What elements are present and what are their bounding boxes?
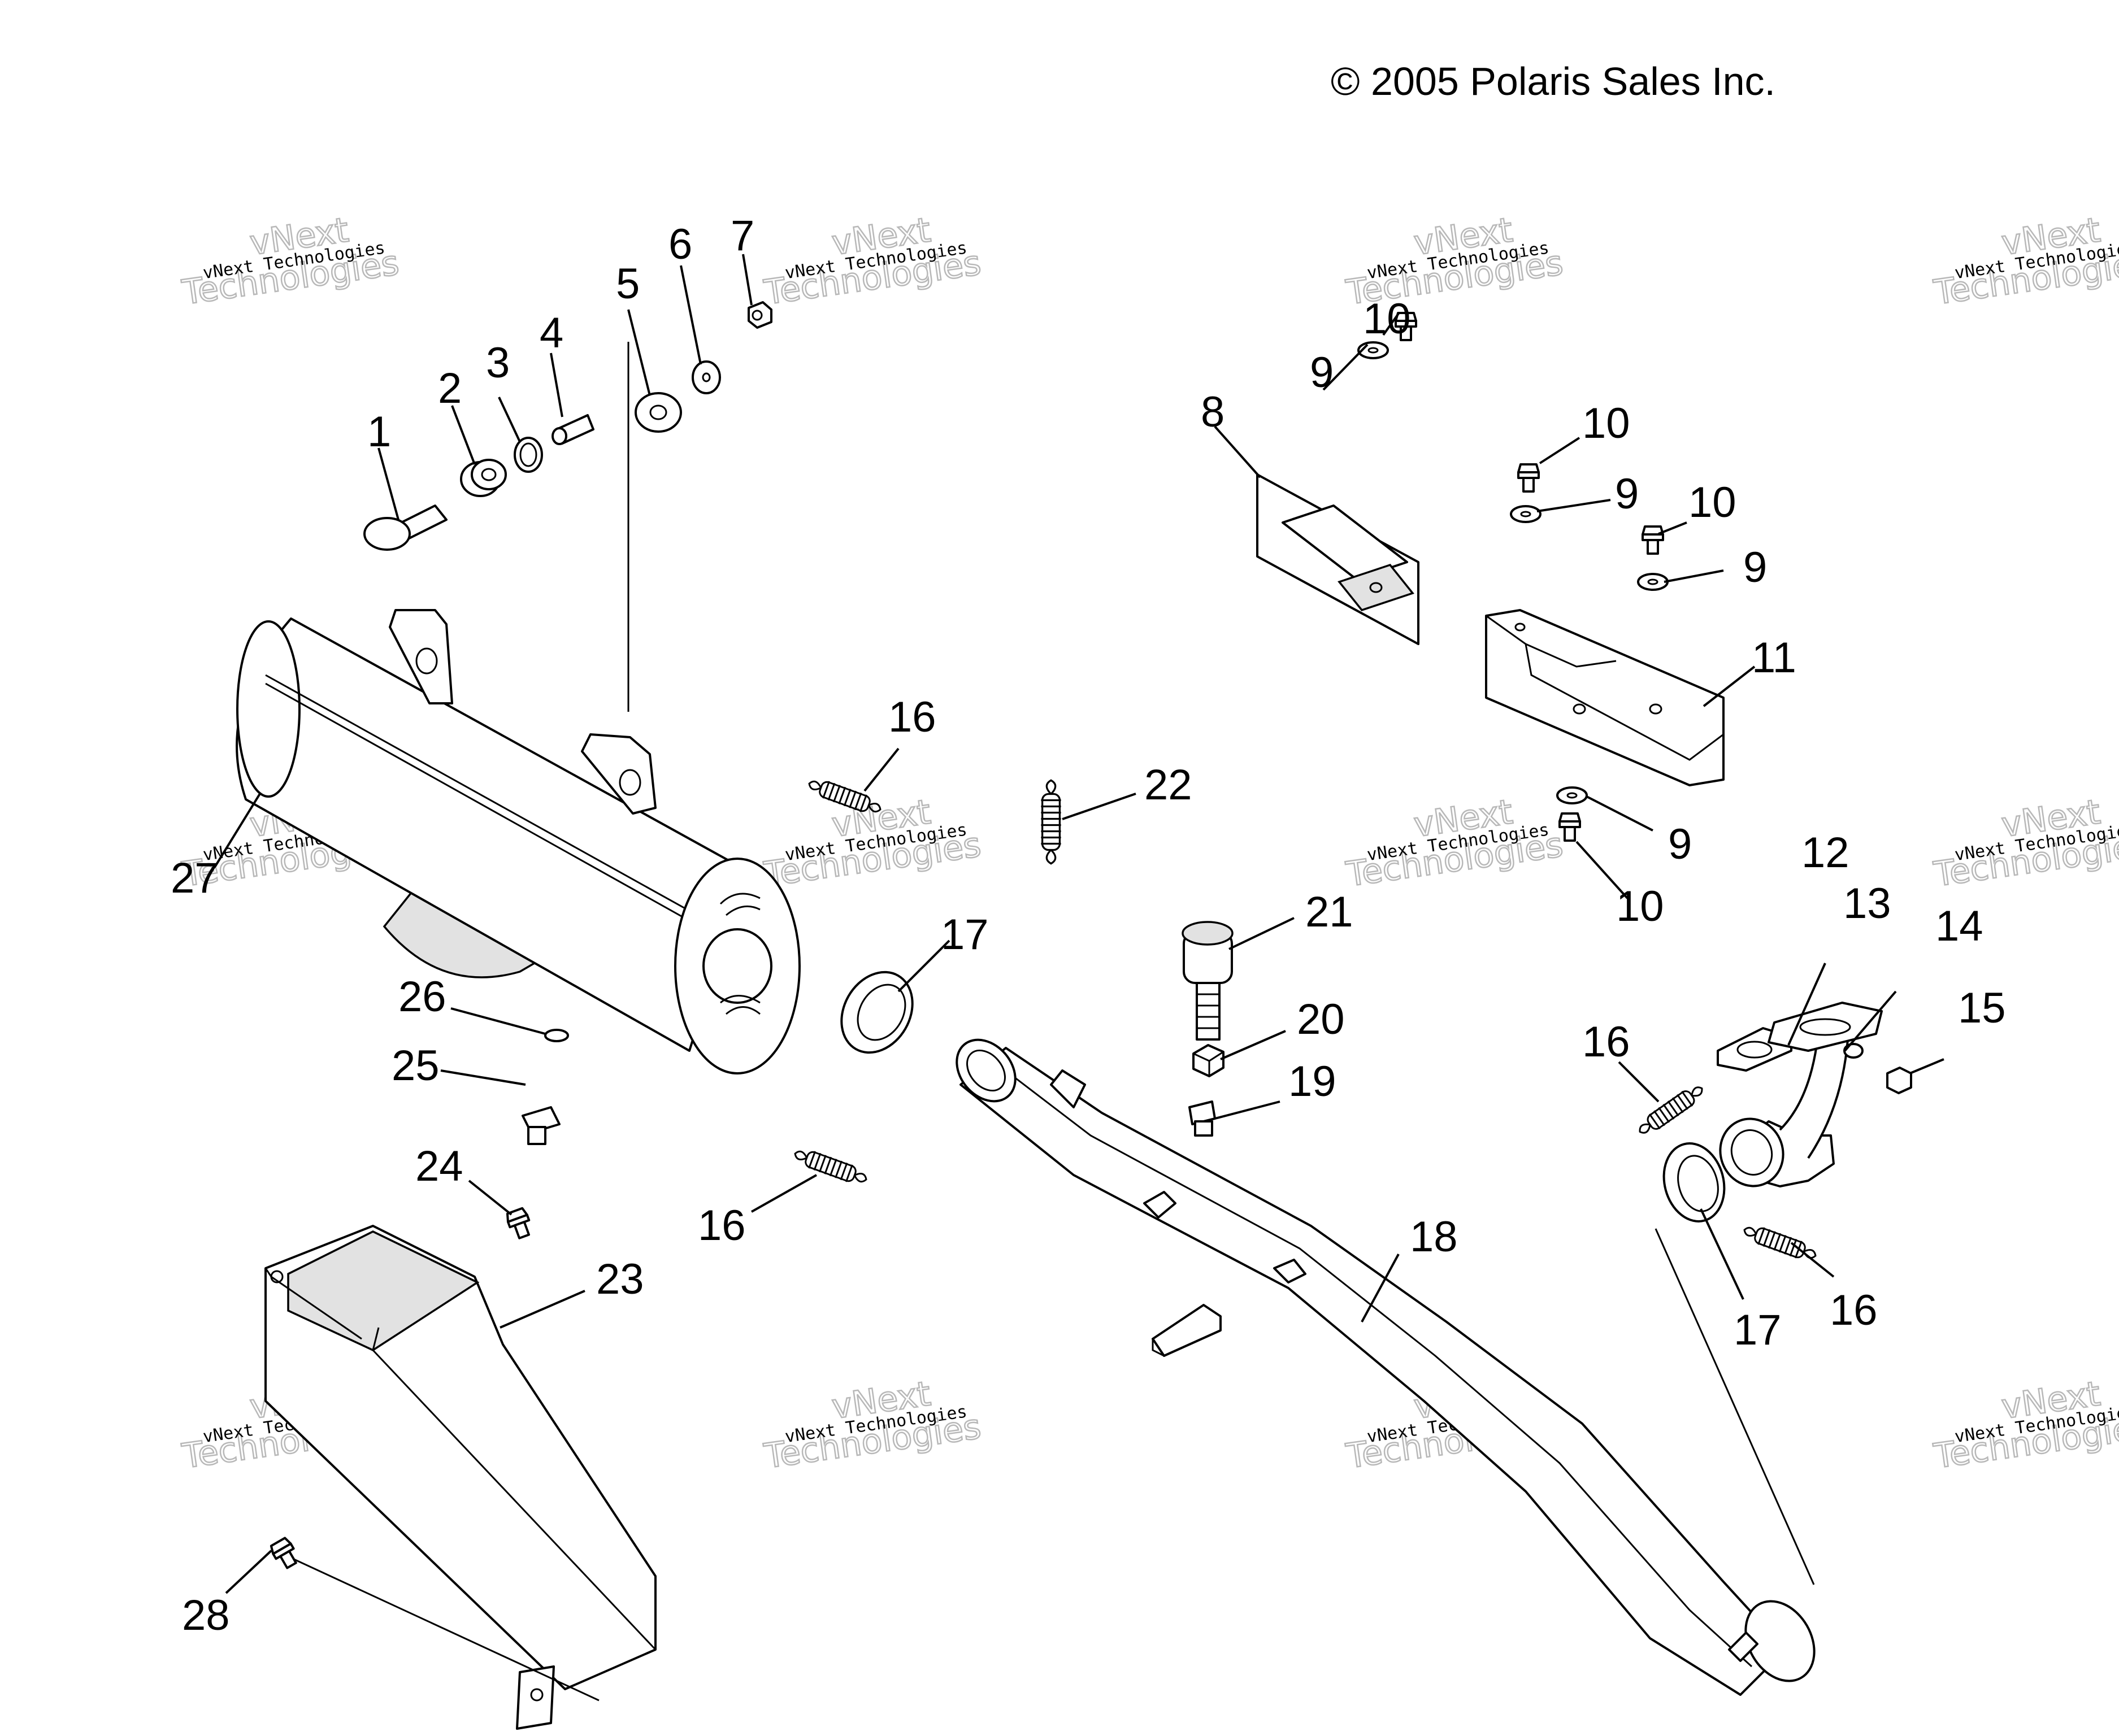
- part-6-washer: [692, 360, 721, 394]
- callout-17a: 17: [941, 911, 989, 959]
- part-16-spring-d: [1740, 1220, 1820, 1265]
- part-10-bolt-b: [1517, 463, 1540, 493]
- copyright-notice: © 2005 Polaris Sales Inc.: [1331, 59, 1775, 103]
- part-20-nut: [1192, 1044, 1224, 1077]
- part-10-bolt-c: [1642, 525, 1664, 555]
- callout-13: 13: [1843, 880, 1891, 928]
- callout-14: 14: [1935, 902, 1983, 950]
- callout-27: 27: [171, 854, 219, 902]
- part-8-heat-shield: [1256, 473, 1419, 645]
- callout-10c: 10: [1688, 478, 1736, 527]
- part-17-seal-ring-a: [840, 971, 914, 1054]
- callout-12: 12: [1801, 829, 1849, 877]
- watermark-2: vNext Technologies vNext Technologies: [761, 210, 984, 314]
- callout-23: 23: [596, 1255, 644, 1303]
- part-9-washer-d: [1556, 786, 1588, 804]
- part-28-bolt: [268, 1535, 302, 1572]
- callout-16c: 16: [698, 1202, 746, 1250]
- callout-15: 15: [1958, 984, 2006, 1032]
- callout-25: 25: [392, 1042, 440, 1090]
- part-5-grommet: [635, 392, 682, 433]
- part-18-head-pipe: [956, 1038, 1816, 1696]
- leader-lines: [214, 254, 1944, 1594]
- callout-7: 7: [731, 212, 754, 260]
- callout-9b: 9: [1615, 470, 1639, 518]
- callout-9a: 9: [1310, 349, 1334, 397]
- callout-4: 4: [540, 309, 563, 357]
- callout-3: 3: [486, 339, 510, 387]
- callout-1: 1: [367, 408, 391, 456]
- callout-18: 18: [1410, 1213, 1458, 1261]
- part-4-sleeve: [552, 414, 594, 445]
- part-13-exhaust-elbow: [1719, 1002, 1883, 1187]
- callout-9c: 9: [1743, 543, 1767, 591]
- part-10-bolt-d: [1558, 812, 1581, 842]
- callout-5: 5: [616, 260, 640, 308]
- watermark-12: vNext Technologies vNext Technologies: [1931, 1373, 2119, 1477]
- part-2-grommet: [460, 459, 507, 497]
- callout-21: 21: [1305, 888, 1353, 936]
- callout-11: 11: [1752, 634, 1796, 682]
- part-27-muffler: [236, 609, 801, 1074]
- callout-20: 20: [1297, 995, 1345, 1043]
- callout-8: 8: [1201, 388, 1224, 436]
- part-7-nut: [748, 301, 772, 329]
- part-22-spring: [1040, 779, 1062, 865]
- callout-10d: 10: [1616, 882, 1664, 930]
- guide-line-shield: [293, 1558, 600, 1702]
- callout-6: 6: [668, 220, 692, 268]
- part-15-nut: [1886, 1067, 1912, 1094]
- callout-16a: 16: [888, 693, 936, 741]
- callout-22: 22: [1144, 761, 1192, 809]
- watermark-10: vNext Technologies vNext Technologies: [761, 1373, 984, 1477]
- callout-16d: 16: [1830, 1286, 1878, 1334]
- callout-28: 28: [182, 1591, 230, 1639]
- callout-24: 24: [415, 1142, 463, 1190]
- callout-2: 2: [438, 364, 462, 412]
- part-19-bolt: [1188, 1100, 1216, 1137]
- callout-26: 26: [398, 973, 446, 1021]
- part-26-washer: [544, 1029, 569, 1042]
- part-11-bracket: [1485, 609, 1725, 786]
- part-1-bolt: [363, 504, 448, 551]
- callout-19: 19: [1288, 1058, 1336, 1106]
- part-23-heat-shield: [264, 1225, 657, 1730]
- part-9-washer-b: [1510, 505, 1542, 523]
- callout-10a: 10: [1363, 295, 1411, 343]
- callout-labels: 1 2 3 4 5 6 7 8 9 10 10 9 10 9 11 9 10 1…: [171, 212, 2006, 1639]
- part-14-washer: [1843, 1043, 1864, 1059]
- watermark-4: vNext Technologies vNext Technologies: [1931, 210, 2119, 314]
- part-17-seal-ring-b: [1662, 1142, 1726, 1222]
- callout-9d: 9: [1668, 820, 1692, 868]
- part-9-washer-c: [1637, 573, 1669, 591]
- part-21-bumper: [1182, 921, 1234, 1041]
- callout-10b: 10: [1582, 399, 1630, 447]
- callout-16b: 16: [1582, 1018, 1630, 1066]
- watermark-8: vNext Technologies vNext Technologies: [1931, 791, 2119, 895]
- watermark-1: vNext Technologies vNext Technologies: [179, 210, 402, 314]
- guide-line-pipe: [1655, 1228, 1815, 1585]
- callout-17b: 17: [1734, 1306, 1782, 1354]
- part-3-ring: [514, 437, 543, 473]
- watermark-7: vNext Technologies vNext Technologies: [1343, 791, 1566, 895]
- part-25-fitting: [522, 1106, 561, 1145]
